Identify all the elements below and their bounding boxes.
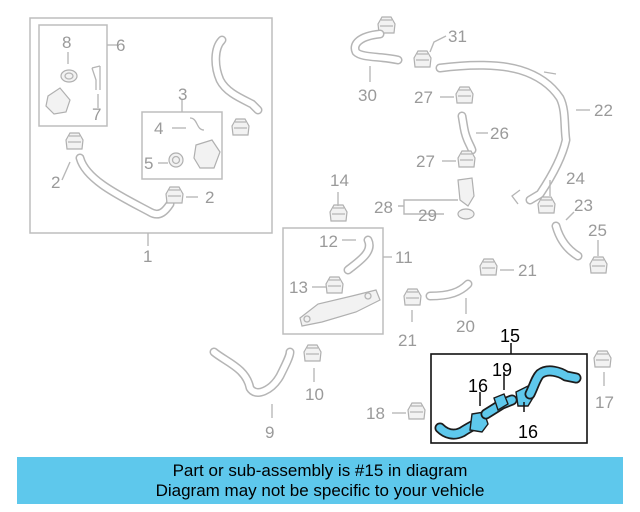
callout-8: 8 [62, 33, 71, 52]
callout-21b: 21 [518, 261, 537, 280]
callout-27a: 27 [414, 88, 433, 107]
callout-22: 22 [594, 101, 613, 120]
callout-16a: 16 [468, 376, 488, 396]
callout-18: 18 [366, 404, 385, 423]
callout-17: 17 [595, 393, 614, 412]
callout-14: 14 [330, 171, 349, 190]
callout-10: 10 [305, 385, 324, 404]
callout-19: 19 [492, 360, 512, 380]
info-banner: Part or sub-assembly is #15 in diagram D… [17, 457, 623, 504]
callout-24: 24 [566, 169, 585, 188]
callout-5: 5 [144, 154, 153, 173]
callout-27b: 27 [416, 152, 435, 171]
banner-line-2: Diagram may not be specific to your vehi… [155, 481, 485, 500]
callout-12: 12 [319, 232, 338, 251]
callout-31: 31 [448, 27, 467, 46]
callout-13: 13 [289, 278, 308, 297]
callout-29: 29 [418, 206, 437, 225]
callout-11: 11 [395, 248, 413, 267]
callout-21a: 21 [398, 331, 417, 350]
callout-15[interactable]: 15 [500, 326, 520, 346]
callout-3: 3 [178, 85, 187, 104]
callout-30: 30 [358, 86, 377, 105]
callout-9: 9 [265, 423, 274, 442]
callout-16b: 16 [518, 422, 538, 442]
callout-26: 26 [490, 124, 509, 143]
group-1-assembly [29, 17, 273, 246]
callout-20: 20 [456, 317, 475, 336]
callout-28: 28 [374, 198, 393, 217]
callout-2a: 2 [51, 173, 60, 192]
callout-1: 1 [143, 247, 152, 266]
callout-23: 23 [574, 196, 593, 215]
callout-4: 4 [154, 119, 163, 138]
group-11-assembly [282, 227, 392, 335]
callout-25: 25 [588, 221, 607, 240]
parts-diagram: 8 6 7 3 4 5 2 2 1 11 12 13 14 9 10 21 20… [29, 16, 614, 444]
callout-2b: 2 [205, 188, 214, 207]
callout-7: 7 [92, 105, 101, 124]
banner-line-1: Part or sub-assembly is #15 in diagram [172, 461, 468, 480]
group-15-assembly [430, 343, 588, 444]
callout-6: 6 [116, 36, 125, 55]
